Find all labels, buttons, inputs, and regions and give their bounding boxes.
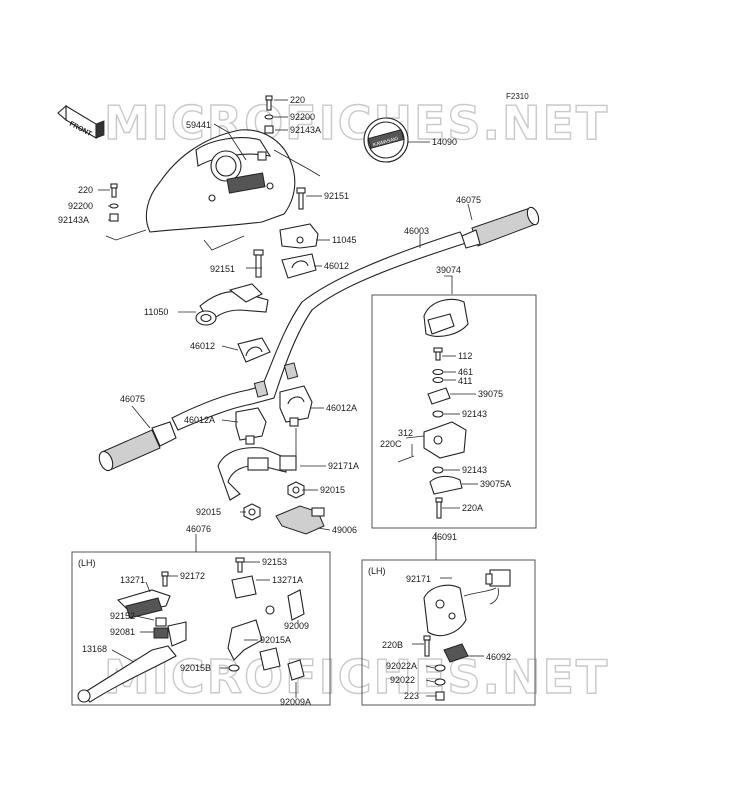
bracket-11050	[195, 283, 269, 326]
label-92022A: 92022A	[386, 661, 417, 671]
bracket-11045	[279, 223, 319, 249]
throttle-case-parts	[397, 298, 469, 519]
label-39075A: 39075A	[480, 479, 511, 489]
label-92143A-left: 92143A	[58, 215, 89, 225]
label-14090: 14090	[432, 137, 457, 147]
emblem-part: KAWASAKI	[363, 117, 409, 163]
figure-code: F2310	[506, 92, 529, 101]
label-46012-mid: 46012	[190, 341, 215, 351]
label-59441: 59441	[186, 120, 211, 130]
label-92143A-top: 92143A	[290, 125, 321, 135]
label-92151-left: 92151	[210, 264, 235, 274]
label-411: 411	[458, 376, 472, 386]
bolt-92151-top	[296, 187, 306, 210]
label-220C: 220C	[380, 439, 402, 449]
label-49006: 49006	[332, 525, 357, 535]
grip-46075-right	[461, 206, 540, 249]
label-92172: 92172	[180, 571, 205, 581]
label-92171A: 92171A	[328, 461, 359, 471]
holder-46012-top	[281, 253, 317, 279]
label-92015A: 92015A	[260, 635, 291, 645]
label-112: 112	[458, 351, 472, 361]
label-92022: 92022	[390, 675, 415, 685]
label-46075-right: 46075	[456, 195, 481, 205]
group-46076-side: (LH)	[78, 558, 96, 568]
label-11045: 11045	[332, 235, 356, 245]
label-92015B: 92015B	[180, 663, 211, 673]
front-arrow-icon: FRONT	[57, 104, 105, 139]
handlebar-part	[171, 231, 467, 431]
clamp-92171A	[217, 447, 297, 501]
label-11050: 11050	[144, 307, 168, 317]
holder-46012-mid	[237, 337, 271, 363]
clamp-49006	[275, 505, 325, 535]
leader-lines	[98, 99, 484, 698]
group-46091-side: (LH)	[368, 566, 386, 576]
meter-cover-part	[145, 129, 296, 233]
label-39074: 39074	[436, 265, 461, 275]
screw-220-top	[264, 95, 274, 134]
label-220B: 220B	[382, 640, 403, 650]
label-220A: 220A	[462, 503, 483, 513]
label-92152: 92152	[110, 611, 135, 621]
label-92143-b: 92143	[462, 465, 487, 475]
label-92009: 92009	[284, 621, 309, 631]
label-92200-left: 92200	[68, 201, 93, 211]
label-46076: 46076	[186, 524, 211, 534]
label-92009A: 92009A	[280, 697, 311, 707]
screw-220-left	[109, 183, 119, 222]
bolt-92151-left	[253, 249, 264, 278]
label-39075: 39075	[478, 389, 503, 399]
nut-92015-a	[287, 481, 305, 499]
label-46092: 46092	[486, 652, 511, 662]
watermark-top: MICROFICHES.NET	[104, 96, 609, 150]
label-220-top: 220	[290, 95, 305, 105]
label-46003: 46003	[404, 226, 429, 236]
label-92143-a: 92143	[462, 409, 487, 419]
grip-46075-left	[98, 421, 177, 472]
label-46012-top: 46012	[324, 261, 349, 271]
label-13271: 13271	[120, 575, 145, 585]
group-39074-box	[371, 294, 537, 529]
label-92151-top: 92151	[324, 191, 349, 201]
part-label-layer: 220 92200 92143A 59441 14090 220 92200 9…	[58, 95, 511, 707]
label-13168: 13168	[82, 644, 107, 654]
label-92200-top: 92200	[290, 112, 315, 122]
label-92171: 92171	[406, 574, 431, 584]
holder-46012A-left	[235, 407, 267, 445]
nut-92015-b	[243, 503, 261, 521]
label-92015-a: 92015	[320, 485, 345, 495]
label-46012A-left: 46012A	[184, 415, 215, 425]
label-92153: 92153	[262, 557, 287, 567]
group-46091-box	[361, 559, 536, 706]
label-92081: 92081	[110, 627, 135, 637]
watermark-bottom: MICROFICHES.NET	[104, 650, 609, 704]
group-46076-box	[71, 551, 331, 706]
label-92015-b: 92015	[196, 507, 221, 517]
label-223: 223	[404, 691, 419, 701]
label-46075-left: 46075	[120, 394, 145, 404]
label-46012A-right: 46012A	[326, 403, 357, 413]
label-220-left: 220	[78, 185, 93, 195]
label-13271A: 13271A	[272, 575, 303, 585]
label-46091: 46091	[432, 532, 457, 542]
holder-46012A-right	[279, 385, 313, 427]
label-312: 312	[398, 428, 413, 438]
switch-assembly-parts	[423, 569, 511, 701]
label-461: 461	[458, 367, 473, 377]
